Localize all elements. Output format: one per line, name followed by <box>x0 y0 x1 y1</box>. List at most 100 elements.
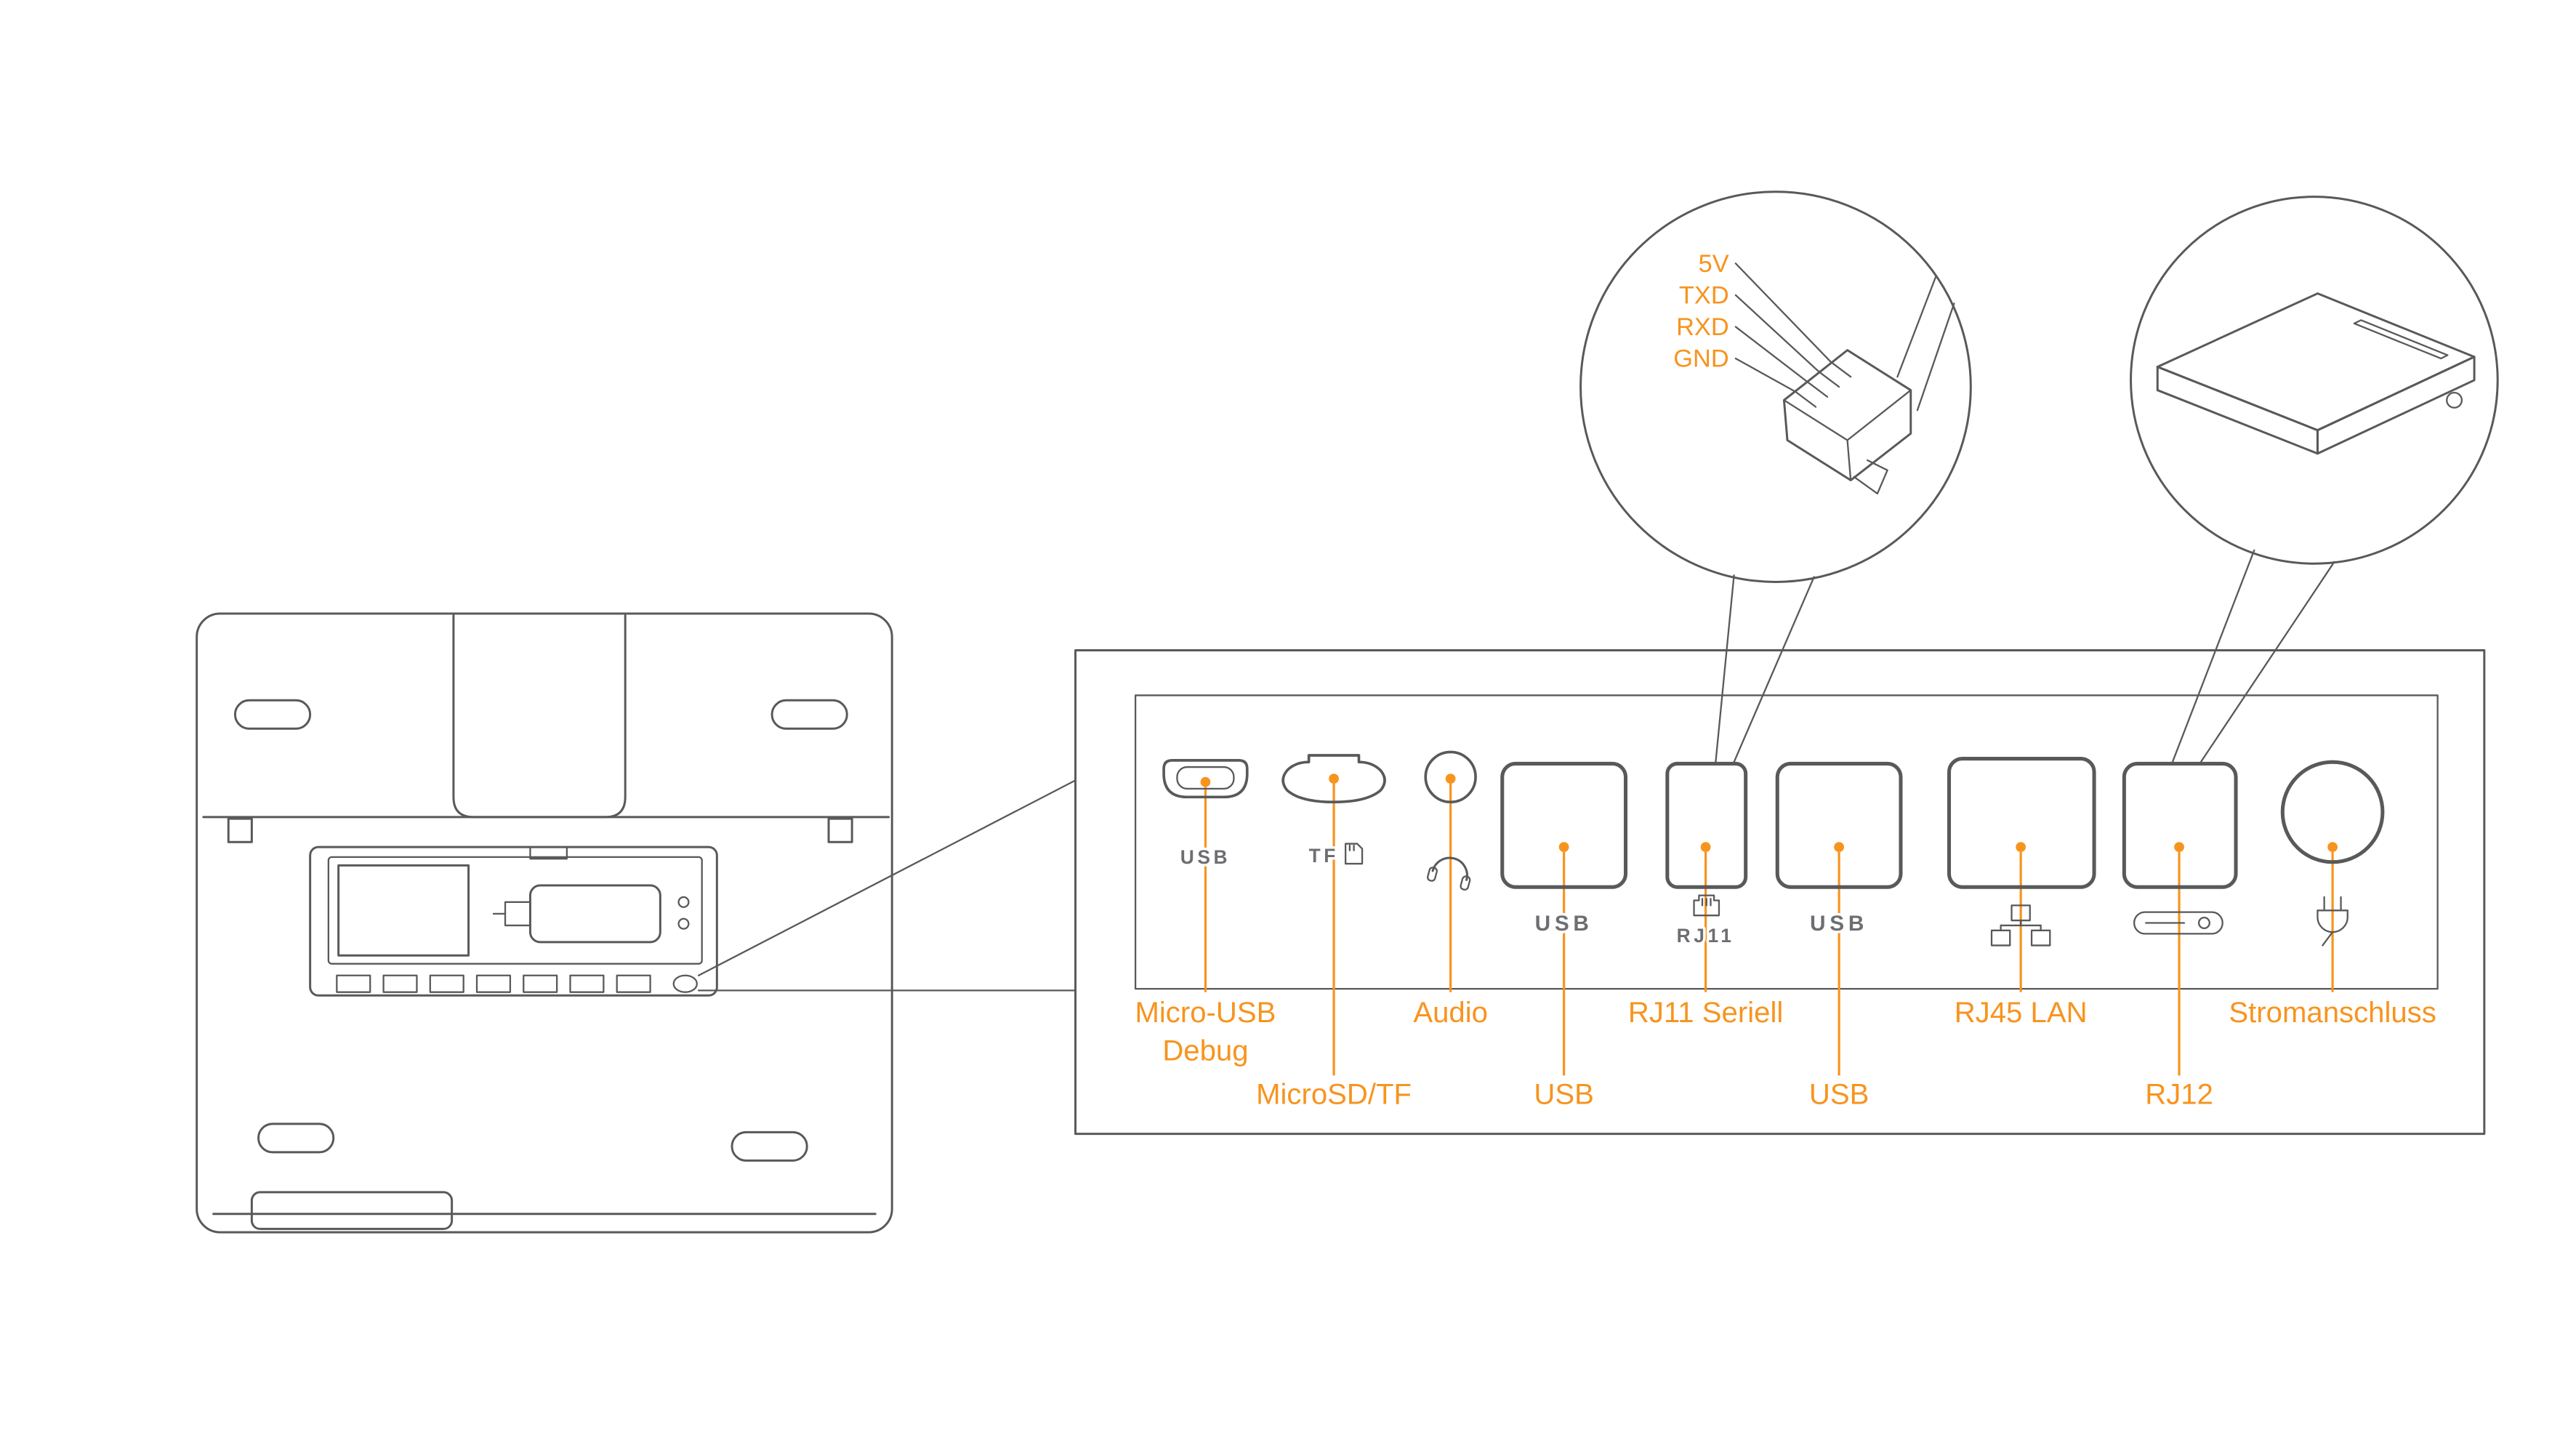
callout-dot <box>1329 774 1339 784</box>
mounting-hole-icon <box>233 699 312 730</box>
rj11-jack-outline <box>1693 894 1720 917</box>
power-adapter-drawing <box>2156 292 2476 455</box>
headphones-icon <box>1427 856 1471 891</box>
rj45-port: RJ45 LAN <box>1947 757 2096 1031</box>
strip-segment <box>475 974 512 993</box>
plug-body <box>2317 909 2348 933</box>
port-label: Debug <box>1162 1035 1248 1067</box>
pin-leader <box>1734 262 1832 363</box>
power-plug-icon <box>2317 896 2348 947</box>
screw-hole-icon <box>677 917 690 930</box>
mounting-hole-icon <box>257 1122 335 1154</box>
port-engraving: USB <box>1810 912 1868 936</box>
port-engraving: RJ11 <box>1677 925 1735 947</box>
callout-dot <box>2016 842 2026 853</box>
callout-dot <box>1445 774 1456 784</box>
lan-node <box>1990 929 2011 947</box>
plug-cable-line <box>1916 302 1955 411</box>
plug-pin <box>1818 371 1840 388</box>
power-socket: Stromanschluss <box>2226 760 2439 1031</box>
screw-hole-icon <box>677 896 690 908</box>
microsd-slot: TF MicroSD/TF <box>1254 754 1414 1113</box>
pin-label-5v: 5V <box>1699 250 1729 278</box>
device-body-outline <box>196 612 893 1234</box>
callout-dot <box>1200 776 1211 787</box>
bubble-pointer-line <box>1733 576 1815 763</box>
port-label: MicroSD/TF <box>1256 1077 1412 1110</box>
strip-segment <box>523 974 558 993</box>
plug-pin <box>1795 390 1817 408</box>
zoom-line-top <box>697 779 1076 976</box>
device-foot <box>250 1191 454 1230</box>
port-engraving: USB <box>1535 912 1593 936</box>
strip-oval <box>672 974 698 993</box>
strip-segment <box>382 974 418 993</box>
rj12-bar-outline <box>2133 911 2223 935</box>
adapter-connector-dot <box>2446 391 2463 409</box>
pin-label-gnd: GND <box>1673 345 1728 373</box>
adapter-right-face <box>2316 356 2476 455</box>
plug-latch <box>1853 459 1888 495</box>
usb-port-2: USB USB <box>1775 761 1903 1113</box>
rj12-bar-icon <box>2133 911 2223 935</box>
headphone-band <box>1431 856 1468 881</box>
module-block <box>337 864 470 957</box>
rj12-bar-dot <box>2197 917 2210 929</box>
bubble-pointer-line <box>2171 549 2255 763</box>
callout-dot <box>1558 842 1569 853</box>
plug-fold-lines <box>1783 389 1912 481</box>
microsd-slot-icon <box>1281 754 1386 804</box>
plug-cable <box>2322 931 2334 947</box>
strip-segment <box>569 974 605 993</box>
headphone-pad <box>1427 867 1438 882</box>
micro-usb-port: USB Micro-USB Debug <box>1132 759 1279 1069</box>
port-label: Stromanschluss <box>2229 996 2436 1029</box>
port-label: USB <box>1809 1077 1869 1110</box>
usb-port-icon <box>1500 761 1628 889</box>
audio-jack: Audio <box>1411 750 1490 1031</box>
port-label: RJ12 <box>2145 1077 2213 1110</box>
recess-outline <box>309 846 718 997</box>
rj12-port-icon <box>2122 761 2238 889</box>
lan-node <box>2030 929 2051 947</box>
port-label: RJ45 LAN <box>1955 996 2088 1029</box>
stand-notch-left <box>227 817 253 843</box>
headphone-pad <box>1460 875 1471 891</box>
strip-segment <box>429 974 464 993</box>
sd-card-outline <box>1344 843 1364 865</box>
port-label: RJ11 Seriell <box>1628 996 1783 1029</box>
panel-inner-outline <box>1134 694 2439 990</box>
port-label: Micro-USB <box>1135 996 1276 1029</box>
pin-label-txd: TXD <box>1679 281 1729 309</box>
connector-panel-detail: USB Micro-USB Debug TF MicroSD/TF <box>1074 649 2486 1136</box>
pin-leader <box>1734 294 1820 373</box>
strip-segment <box>616 974 651 993</box>
device-rear-view <box>196 612 1076 1234</box>
power-socket-icon <box>2280 760 2385 864</box>
port-engraving: TF <box>1309 845 1339 867</box>
plug-outline <box>1782 349 1912 482</box>
callout-dot <box>1700 842 1711 853</box>
recess-inner-outline <box>327 856 703 965</box>
micro-usb-opening <box>1176 766 1235 790</box>
battery-icon <box>528 884 661 944</box>
stand-notch-right <box>827 817 853 843</box>
bubble-pointer-line <box>1715 574 1735 763</box>
power-adapter-bubble <box>2130 196 2499 763</box>
pin-leader <box>1734 326 1808 383</box>
rj11-plug-drawing <box>1782 276 1955 495</box>
rj45-port-icon <box>1947 757 2096 889</box>
panel-outline <box>1074 649 2486 1136</box>
adapter-slot <box>2353 319 2449 360</box>
recess-top-notch <box>529 846 568 860</box>
network-lan-icon <box>1990 904 2051 947</box>
strip-segment <box>336 974 371 993</box>
rj11-jack-icon <box>1693 894 1720 917</box>
mounting-hole-icon <box>730 1130 808 1162</box>
pin-leader <box>1734 357 1797 393</box>
callout-dot <box>2327 842 2338 853</box>
bubble-circle <box>2130 196 2499 565</box>
connector-strip-icon <box>336 974 698 993</box>
